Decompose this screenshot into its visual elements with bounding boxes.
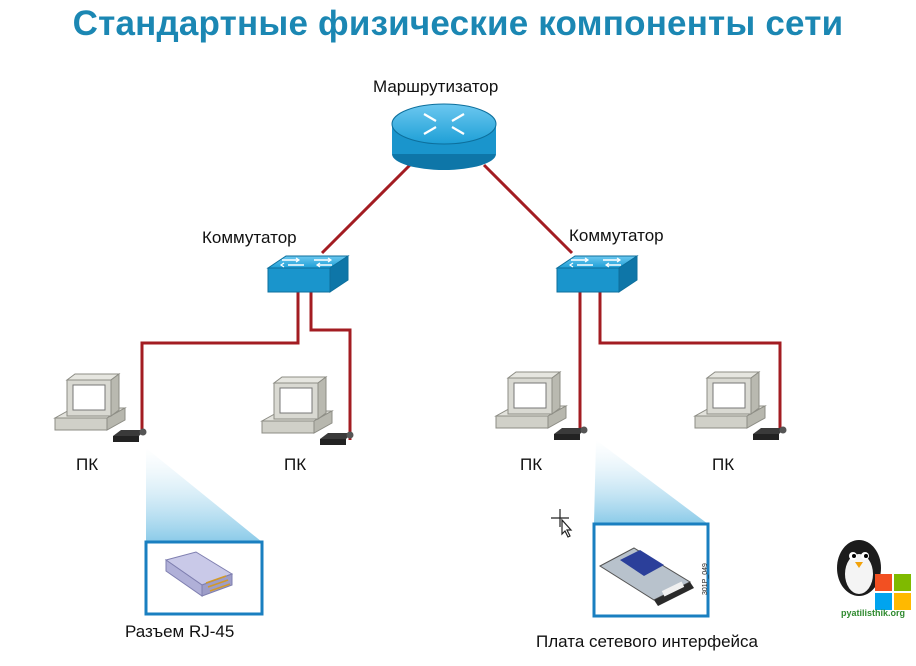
page-title: Стандартные физические компоненты сети	[72, 4, 844, 43]
switch-icon	[556, 255, 638, 293]
nic-callout-box	[592, 522, 710, 618]
pc-icon	[261, 376, 354, 446]
pc-icon	[54, 373, 147, 443]
cable-lines	[140, 163, 782, 440]
pc-label: ПК	[76, 455, 99, 474]
rj45-label: Разъем RJ-45	[125, 622, 235, 641]
pc-icon	[495, 371, 588, 441]
router-label: Маршрутизатор	[373, 77, 499, 96]
rj45-connector-icon	[164, 551, 234, 597]
pc-label: ПК	[712, 455, 735, 474]
move-cursor-icon	[551, 509, 573, 538]
penguin-logo-icon	[829, 530, 915, 624]
rj45-callout-box	[144, 540, 264, 616]
router-icon	[391, 103, 497, 170]
pc-icon	[694, 371, 787, 441]
rj45-callout-beam	[146, 448, 262, 542]
switch-right-label: Коммутатор	[569, 226, 664, 245]
nic-label: Плата сетевого интерфейса	[536, 632, 759, 651]
pc-label: ПК	[284, 455, 307, 474]
switch-icon	[267, 255, 349, 293]
pc-label: ПК	[520, 455, 543, 474]
network-card-icon	[599, 547, 694, 606]
nic-callout-beam	[594, 440, 708, 524]
watermark-text: pyatilisthik.org	[840, 608, 905, 618]
switch-left-label: Коммутатор	[202, 228, 297, 247]
nic-figure-code: 301P_049	[702, 563, 709, 595]
